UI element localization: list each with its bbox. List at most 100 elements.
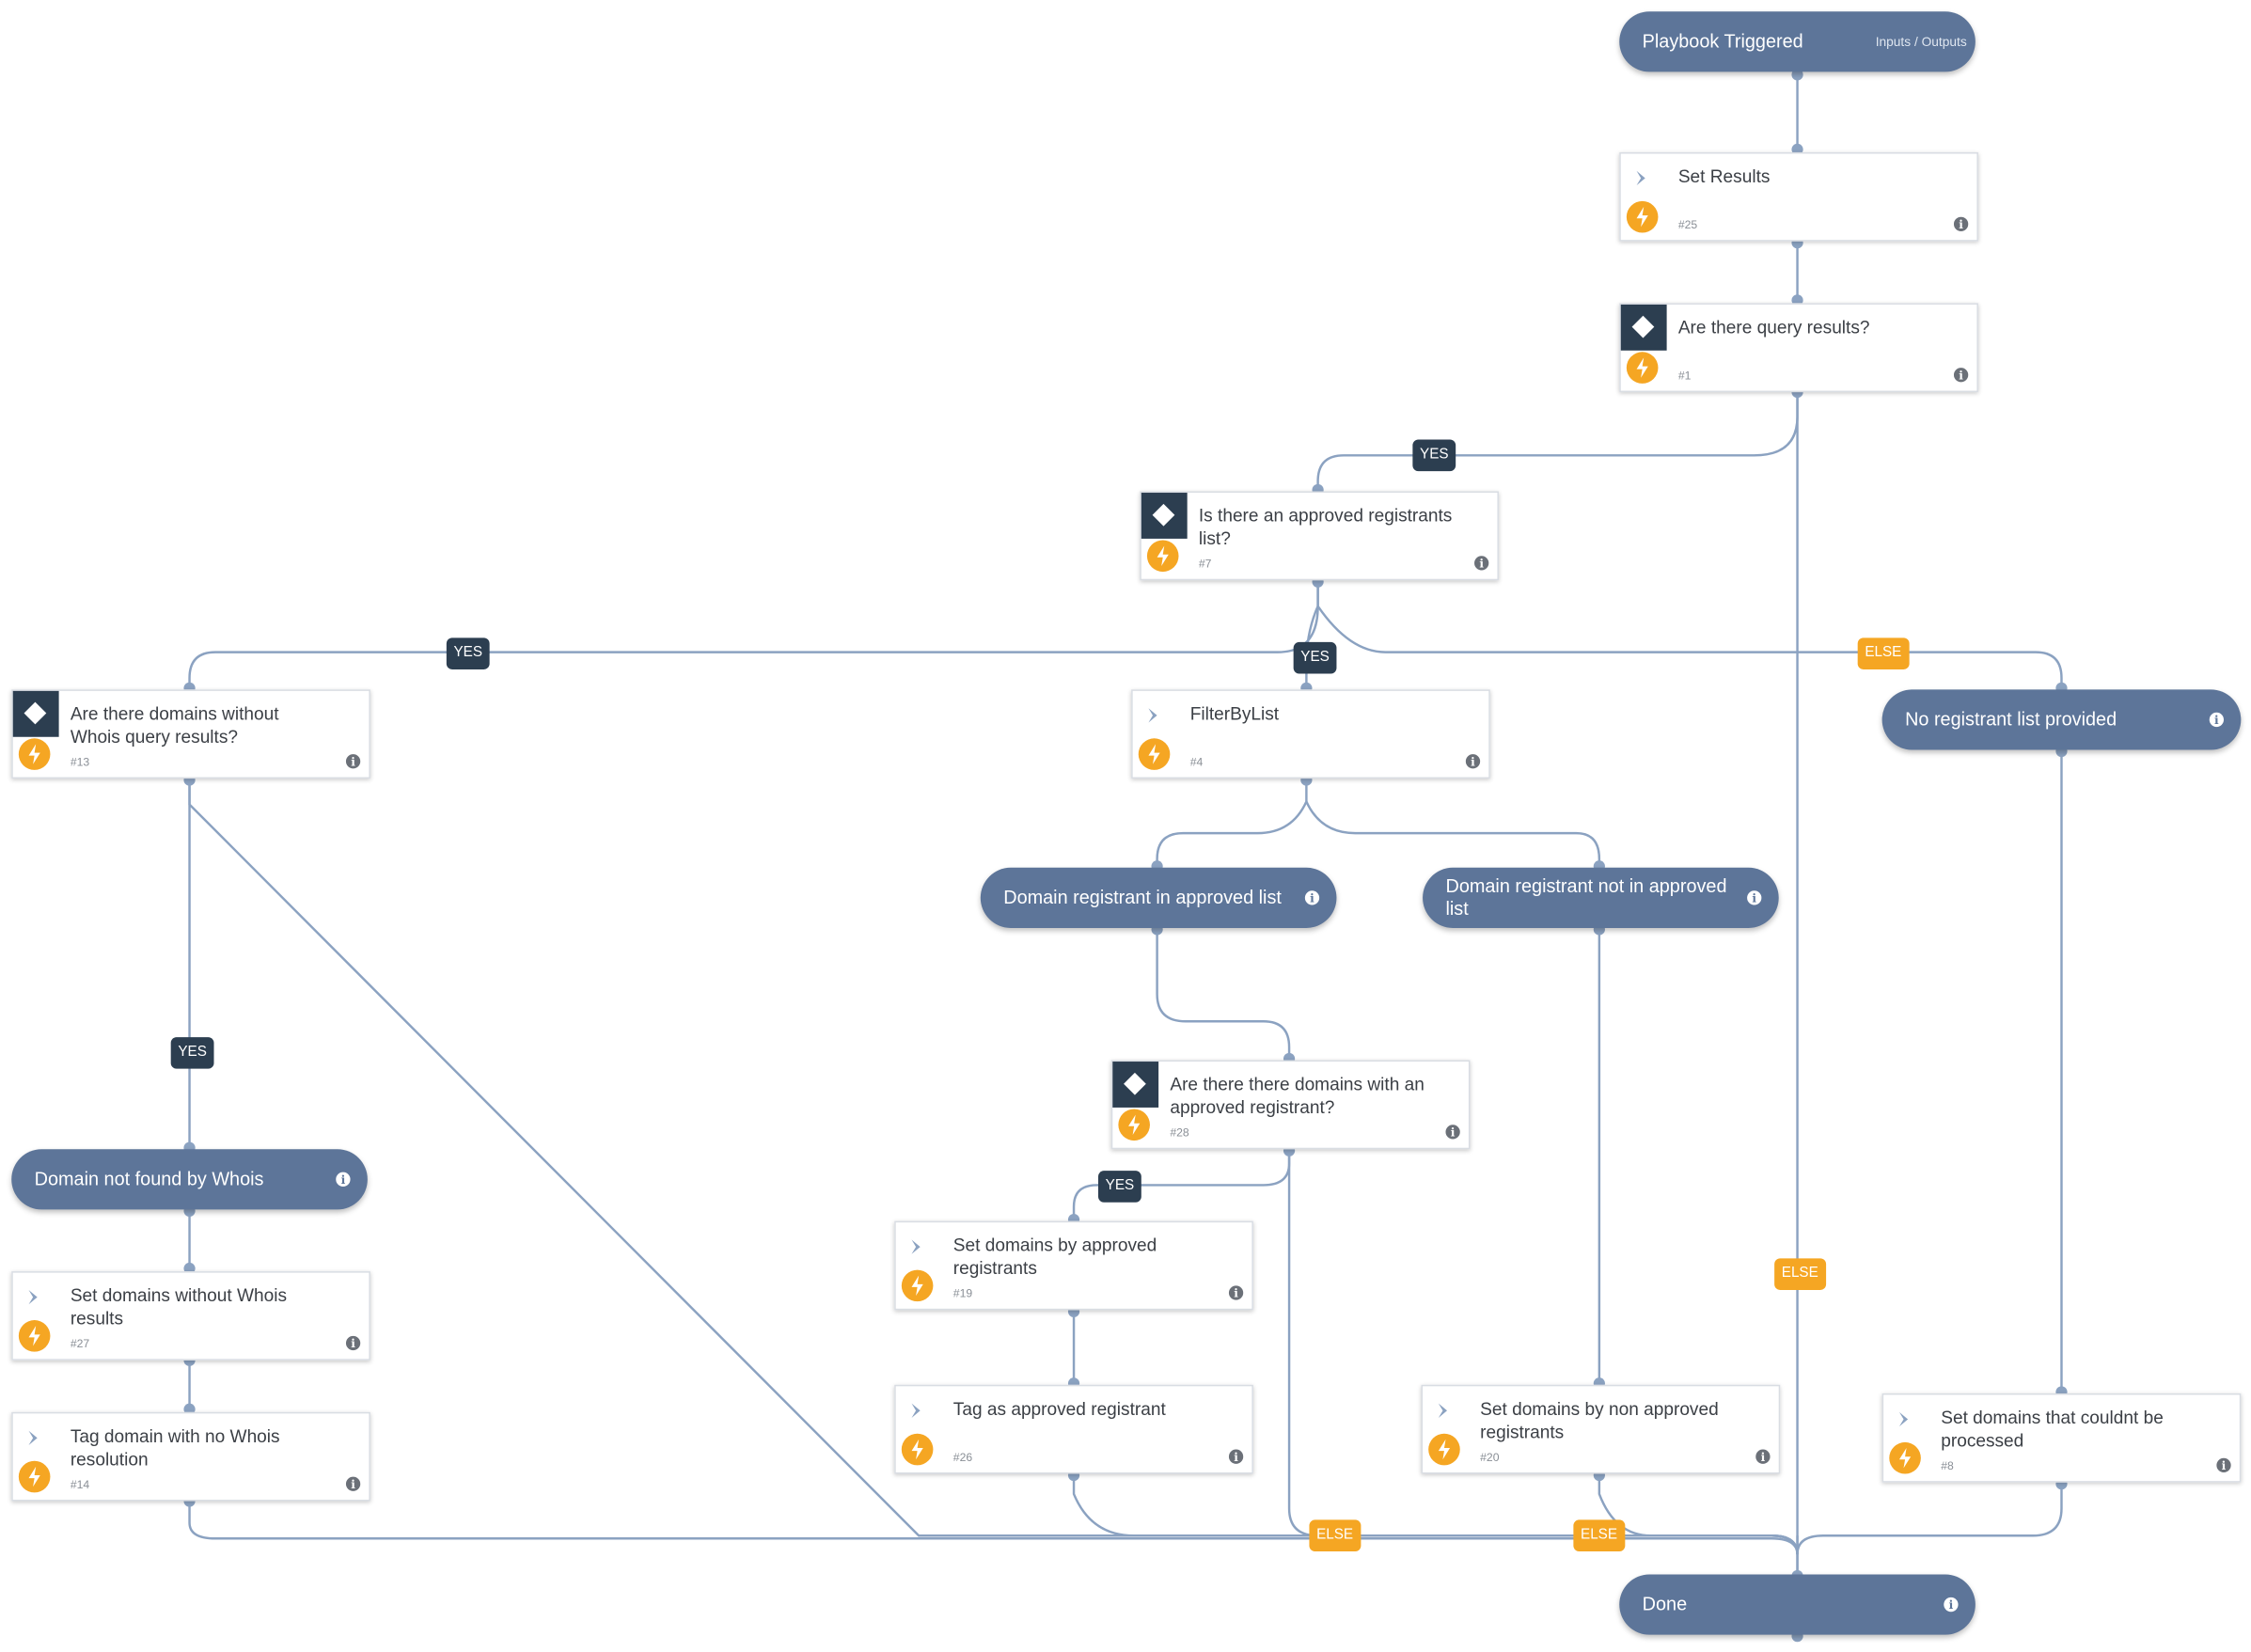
edge-filter-notin bbox=[1305, 801, 1601, 865]
branch-label-else: ELSE bbox=[1573, 1519, 1625, 1552]
info-icon[interactable]: i bbox=[1228, 1285, 1244, 1300]
branch-label-else: ELSE bbox=[1309, 1519, 1361, 1552]
playbook-triggered-node[interactable]: Playbook Triggered Inputs / Outputs bbox=[1619, 11, 1976, 72]
info-icon[interactable]: i bbox=[345, 1335, 361, 1351]
lightning-icon bbox=[1118, 1109, 1150, 1141]
info-icon[interactable]: i bbox=[336, 1172, 351, 1187]
lightning-icon bbox=[1626, 200, 1659, 233]
condition-diamond-icon bbox=[1141, 493, 1188, 539]
start-title: Playbook Triggered bbox=[1642, 30, 1803, 53]
task-id: #8 bbox=[1941, 1459, 1954, 1472]
edge-list-yes-whois bbox=[188, 583, 1319, 687]
info-icon[interactable]: i bbox=[2209, 712, 2225, 728]
info-icon[interactable]: i bbox=[1474, 556, 1489, 571]
lightning-icon bbox=[901, 1269, 934, 1302]
section-no-registrant-list[interactable]: No registrant list provided i bbox=[1881, 689, 2242, 750]
task-name: Tag domain with no Whois resolution bbox=[70, 1426, 280, 1470]
chevron-right-icon bbox=[911, 1403, 921, 1418]
condition-diamond-icon bbox=[1620, 304, 1667, 351]
branch-label-else: ELSE bbox=[1857, 637, 1909, 669]
task-name: Set Results bbox=[1677, 166, 1771, 187]
chevron-right-icon bbox=[1636, 170, 1645, 186]
edge-inlist-to-28 bbox=[1156, 931, 1291, 1058]
task-are-there-query-results[interactable]: Are there query results? #1 i bbox=[1619, 303, 1978, 393]
task-set-domains-without-whois[interactable]: Set domains without Whois results #27 i bbox=[11, 1271, 370, 1361]
info-icon[interactable]: i bbox=[1953, 216, 1969, 231]
info-icon[interactable]: i bbox=[345, 754, 361, 769]
branch-label-yes: YES bbox=[170, 1037, 214, 1069]
lightning-icon bbox=[1138, 738, 1171, 770]
task-name: Set domains without Whois results bbox=[70, 1285, 288, 1329]
task-tag-no-whois[interactable]: Tag domain with no Whois resolution #14 … bbox=[11, 1411, 370, 1502]
lightning-icon bbox=[1626, 352, 1659, 384]
task-id: #25 bbox=[1677, 218, 1698, 231]
info-icon[interactable]: i bbox=[1445, 1125, 1460, 1140]
edge-28-yes bbox=[1072, 1152, 1291, 1219]
task-set-domains-approved[interactable]: Set domains by approved registrants #19 … bbox=[894, 1220, 1253, 1311]
lightning-icon bbox=[1146, 540, 1179, 573]
task-name: Are there there domains with an approved… bbox=[1170, 1074, 1425, 1118]
info-icon[interactable]: i bbox=[1755, 1449, 1771, 1464]
branch-label-yes: YES bbox=[446, 637, 490, 669]
branch-label-else: ELSE bbox=[1774, 1258, 1826, 1290]
condition-diamond-icon bbox=[1112, 1062, 1159, 1108]
section-title: Domain not found by Whois bbox=[34, 1168, 264, 1190]
task-id: #27 bbox=[70, 1337, 90, 1351]
section-registrant-in-list[interactable]: Domain registrant in approved list i bbox=[980, 867, 1337, 928]
task-name: Tag as approved registrant bbox=[952, 1399, 1166, 1420]
task-set-domains-not-processed[interactable]: Set domains that couldnt be processed #8… bbox=[1881, 1392, 2242, 1483]
task-id: #28 bbox=[1170, 1125, 1189, 1140]
task-id: #19 bbox=[952, 1286, 973, 1300]
lightning-icon bbox=[1428, 1433, 1460, 1466]
task-tag-approved-registrant[interactable]: Tag as approved registrant #26 i bbox=[894, 1384, 1253, 1474]
task-set-domains-non-approved[interactable]: Set domains by non approved registrants … bbox=[1421, 1384, 1781, 1474]
info-icon[interactable]: i bbox=[2216, 1457, 2231, 1472]
chevron-right-icon bbox=[1438, 1403, 1448, 1418]
task-id: #14 bbox=[70, 1478, 90, 1491]
task-name: FilterByList bbox=[1189, 703, 1280, 725]
task-id: #13 bbox=[70, 755, 90, 769]
task-id: #26 bbox=[952, 1451, 973, 1464]
branch-label-yes: YES bbox=[1293, 641, 1337, 674]
task-id: #1 bbox=[1677, 369, 1692, 383]
task-id: #7 bbox=[1198, 557, 1212, 571]
edge-26-to-done bbox=[1072, 1476, 1799, 1555]
section-registrant-not-in-list[interactable]: Domain registrant not in approved list i bbox=[1423, 867, 1779, 928]
task-id: #4 bbox=[1189, 755, 1204, 769]
info-icon[interactable]: i bbox=[1465, 754, 1481, 769]
edge-8-to-done bbox=[1796, 1485, 2063, 1555]
info-icon[interactable]: i bbox=[1953, 368, 1969, 383]
edge-query-yes bbox=[1316, 393, 1799, 489]
chevron-right-icon bbox=[1148, 708, 1157, 723]
info-icon[interactable]: i bbox=[345, 1476, 361, 1491]
section-domain-not-found[interactable]: Domain not found by Whois i bbox=[11, 1149, 368, 1210]
task-approved-registrants-list[interactable]: Is there an approved registrants list? #… bbox=[1140, 491, 1499, 581]
task-domains-with-approved-registrant[interactable]: Are there there domains with an approved… bbox=[1110, 1060, 1471, 1150]
info-icon[interactable]: i bbox=[1304, 890, 1320, 905]
info-icon[interactable]: i bbox=[1228, 1449, 1244, 1464]
lightning-icon bbox=[18, 1460, 51, 1493]
task-set-results[interactable]: Set Results #25 i bbox=[1619, 151, 1978, 242]
task-filter-by-list[interactable]: FilterByList #4 i bbox=[1131, 689, 1490, 779]
lightning-icon bbox=[1889, 1441, 1921, 1474]
task-name: Are there domains without Whois query re… bbox=[70, 703, 279, 747]
branch-label-yes: YES bbox=[1098, 1171, 1141, 1203]
chevron-right-icon bbox=[28, 1289, 38, 1305]
inputs-outputs-link[interactable]: Inputs / Outputs bbox=[1875, 34, 1967, 49]
info-icon[interactable]: i bbox=[1747, 890, 1762, 905]
chevron-right-icon bbox=[911, 1239, 921, 1254]
section-title: Domain registrant not in approved list bbox=[1445, 874, 1727, 920]
edge-filter-in bbox=[1156, 781, 1308, 865]
end-title: Done bbox=[1642, 1593, 1688, 1615]
edge-28-else bbox=[1287, 1152, 1799, 1555]
task-name: Set domains by non approved registrants bbox=[1480, 1399, 1719, 1442]
chevron-right-icon bbox=[1898, 1411, 1909, 1427]
task-domains-without-whois[interactable]: Are there domains without Whois query re… bbox=[11, 689, 370, 779]
section-title: No registrant list provided bbox=[1905, 708, 2117, 731]
task-name: Set domains by approved registrants bbox=[952, 1235, 1157, 1279]
done-node[interactable]: Done i bbox=[1619, 1574, 1976, 1635]
lightning-icon bbox=[901, 1433, 934, 1466]
branch-label-yes: YES bbox=[1412, 439, 1456, 472]
info-icon[interactable]: i bbox=[1944, 1597, 1959, 1613]
